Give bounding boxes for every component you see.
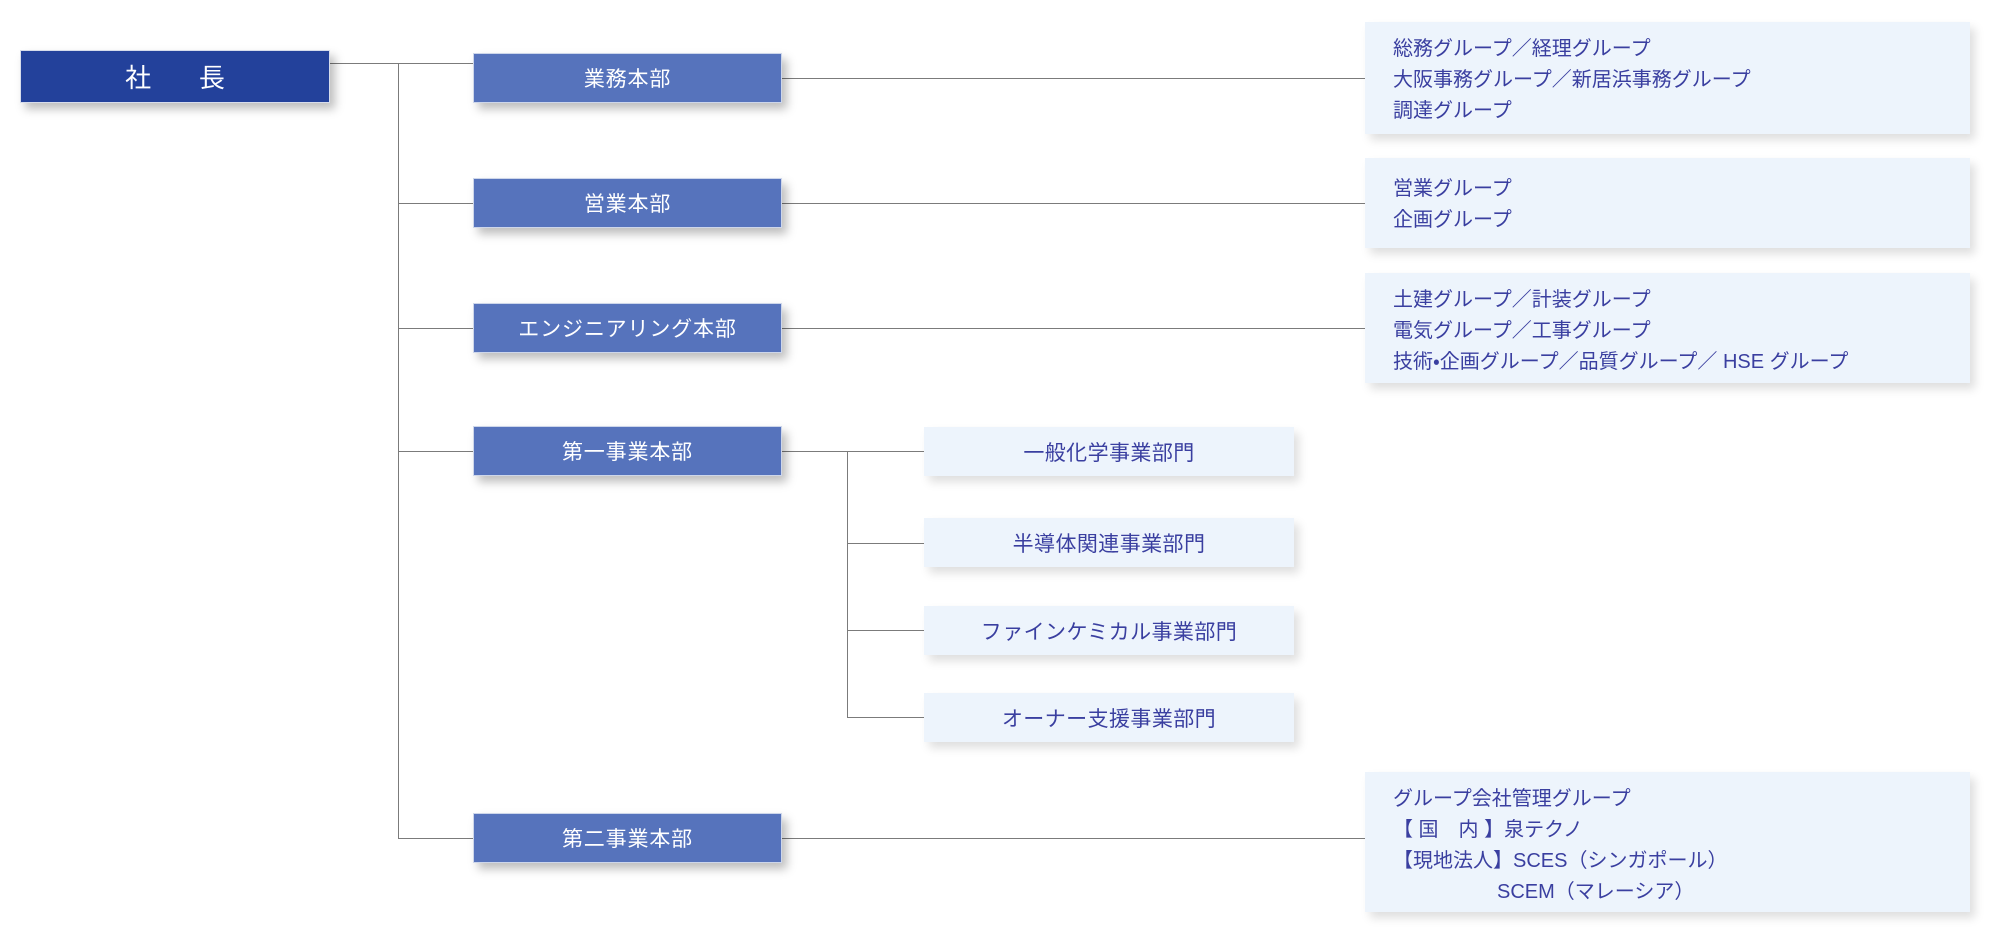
detail-line: SCEM（マレーシア） [1497,881,1695,903]
connector-trunk-to-division-4 [398,451,473,452]
connector-trunk-to-division-3 [398,328,473,329]
org-node-unit-fine-chemical[interactable]: ファインケミカル事業部門 [924,606,1294,655]
org-node-unit-semiconductor[interactable]: 半導体関連事業部門 [924,518,1294,567]
org-node-division-engineering-label: エンジニアリング本部 [518,318,737,341]
org-node-unit-owner-support-label: オーナー支援事業部門 [1001,707,1217,731]
org-node-division-gyomu[interactable]: 業務本部 [473,53,782,103]
connector-subtrunk-to-unit-2 [847,543,924,544]
connector-division-1-to-detail [782,78,1365,79]
detail-line: 営業グループ [1393,178,1512,200]
connector-trunk-to-division-5 [398,838,473,839]
org-node-division-eigyo-label: 営業本部 [583,193,672,216]
org-node-division-second-business-label: 第二事業本部 [561,828,694,851]
connector-president-to-trunk [330,63,398,64]
connector-division-4-to-subtrunk [782,451,848,452]
connector-division-3-to-detail [782,328,1365,329]
org-node-division-first-business[interactable]: 第一事業本部 [473,426,782,476]
detail-line: 総務グループ／経理グループ [1393,38,1651,60]
detail-box-engineering: 土建グループ／計装グループ 電気グループ／工事グループ 技術・企画グループ／品質… [1365,273,1970,383]
connector-main-trunk [398,63,399,838]
detail-line: 技術・企画グループ／品質グループ／ HSE グループ [1393,351,1849,373]
detail-box-eigyo: 営業グループ 企画グループ [1365,158,1970,248]
connector-trunk-to-division-1 [398,63,473,64]
detail-box-second-business: グループ会社管理グループ 【 国 内 】泉テクノ 【現地法人】SCES（シンガポ… [1365,772,1970,912]
org-node-division-eigyo[interactable]: 営業本部 [473,178,782,228]
org-node-unit-semiconductor-label: 半導体関連事業部門 [1012,532,1206,556]
org-node-unit-owner-support[interactable]: オーナー支援事業部門 [924,693,1294,742]
detail-line: 大阪事務グループ／新居浜事務グループ [1393,69,1751,91]
detail-line: 電気グループ／工事グループ [1393,320,1651,342]
detail-line: グループ会社管理グループ [1393,788,1631,810]
org-node-unit-general-chemicals-label: 一般化学事業部門 [1023,441,1195,465]
connector-sub-trunk [847,451,848,717]
org-node-division-engineering[interactable]: エンジニアリング本部 [473,303,782,353]
detail-line: 調達グループ [1393,100,1512,122]
org-node-unit-fine-chemical-label: ファインケミカル事業部門 [980,620,1238,644]
org-node-division-first-business-label: 第一事業本部 [561,441,694,464]
connector-division-5-to-detail [782,838,1365,839]
detail-line: 企画グループ [1393,209,1512,231]
detail-line: 土建グループ／計装グループ [1393,289,1651,311]
connector-division-2-to-detail [782,203,1365,204]
detail-line: 【 国 内 】泉テクノ [1393,819,1583,841]
org-node-division-second-business[interactable]: 第二事業本部 [473,813,782,863]
org-node-unit-general-chemicals[interactable]: 一般化学事業部門 [924,427,1294,476]
connector-subtrunk-to-unit-1 [847,451,924,452]
connector-subtrunk-to-unit-4 [847,717,924,718]
org-node-division-gyomu-label: 業務本部 [583,68,672,91]
detail-box-gyomu: 総務グループ／経理グループ 大阪事務グループ／新居浜事務グループ 調達グループ [1365,22,1970,134]
org-node-president-label: 社 長 [125,63,236,93]
connector-subtrunk-to-unit-3 [847,630,924,631]
detail-line: 【現地法人】SCES（シンガポール） [1393,850,1728,872]
connector-trunk-to-division-2 [398,203,473,204]
org-node-president[interactable]: 社 長 [20,50,330,103]
